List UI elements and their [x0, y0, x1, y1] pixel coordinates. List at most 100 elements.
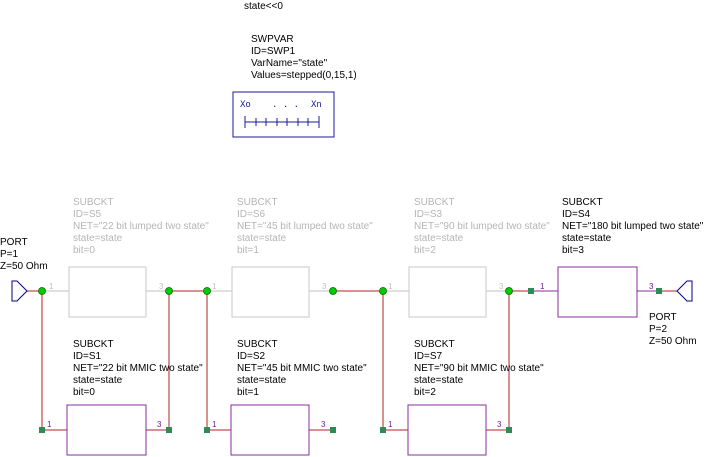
port-2-line-0: PORT — [649, 312, 677, 323]
subckt-s3-line-0: SUBCKT — [414, 197, 455, 208]
node-junction[interactable] — [165, 287, 173, 295]
subckt-s6-line-4: bit=1 — [237, 245, 259, 256]
subckt-s1-line-2: NET="22 bit MMIC two state" — [73, 363, 203, 374]
port-1-line-1: P=1 — [0, 249, 19, 260]
subckt-s4-pin-in: 1 — [540, 282, 545, 291]
port-2-icon[interactable] — [676, 280, 693, 302]
subckt-s6-box[interactable] — [231, 266, 310, 318]
subckt-s2-line-4: bit=1 — [237, 387, 259, 398]
subckt-s1[interactable]: SUBCKT ID=S1 NET="22 bit MMIC two state"… — [47, 339, 203, 456]
subckt-s5-box[interactable] — [68, 266, 147, 318]
pin-marker[interactable] — [39, 427, 45, 433]
sweep-icon-dots: . . . — [272, 100, 299, 110]
swpvar-line-2: VarName="state" — [251, 58, 328, 69]
subckt-s6-line-0: SUBCKT — [237, 197, 278, 208]
subckt-s4-line-1: ID=S4 — [562, 209, 591, 220]
subckt-s1-line-0: SUBCKT — [73, 339, 114, 350]
subckt-s4-line-2: NET="180 bit lumped two state" — [562, 221, 704, 232]
subckt-s3-line-1: ID=S3 — [414, 209, 443, 220]
sweep-icon-end: Xn — [311, 100, 322, 110]
swpvar-line-3: Values=stepped(0,15,1) — [251, 70, 357, 81]
port-1-line-0: PORT — [0, 237, 28, 248]
node-junction[interactable] — [38, 287, 46, 295]
subckt-s2-pin-in: 1 — [212, 420, 217, 429]
subckt-s6-line-1: ID=S6 — [237, 209, 266, 220]
node-junctions — [38, 287, 513, 295]
subckt-s4[interactable]: SUBCKT ID=S4 NET="180 bit lumped two sta… — [540, 197, 704, 318]
subckt-s5[interactable]: SUBCKT ID=S5 NET="22 bit lumped two stat… — [49, 197, 209, 318]
subckt-s4-pin-out: 3 — [649, 282, 654, 291]
subckt-s3-box[interactable] — [408, 266, 487, 318]
subckt-s7-line-2: NET="90 bit MMIC two state" — [414, 363, 544, 374]
subckt-s1-box[interactable] — [66, 404, 147, 456]
subckt-s7-pin-out: 3 — [497, 420, 502, 429]
subckt-s3-pin-out: 3 — [499, 282, 504, 291]
port-1[interactable]: PORT P=1 Z=50 Ohm — [0, 237, 48, 302]
wires — [27, 290, 677, 431]
subckt-s5-line-0: SUBCKT — [73, 197, 114, 208]
pin-marker[interactable] — [330, 427, 336, 433]
node-junction[interactable] — [329, 287, 337, 295]
subckt-s2-line-1: ID=S2 — [237, 351, 266, 362]
pin-markers — [39, 288, 662, 433]
subckt-s1-line-4: bit=0 — [73, 387, 95, 398]
subckt-s4-line-0: SUBCKT — [562, 197, 603, 208]
sweep-ruler-icon — [244, 116, 320, 128]
pin-marker[interactable] — [506, 427, 512, 433]
subckt-s7[interactable]: SUBCKT ID=S7 NET="90 bit MMIC two state"… — [388, 339, 544, 456]
swpvar-line-0: SWPVAR — [251, 34, 294, 45]
node-junction[interactable] — [203, 287, 211, 295]
subckt-s2-line-2: NET="45 bit MMIC two state" — [237, 363, 367, 374]
subckt-s7-line-0: SUBCKT — [414, 339, 455, 350]
port-1-icon[interactable] — [11, 280, 28, 302]
state-equation[interactable]: state<<0 — [244, 1, 283, 12]
pin-marker[interactable] — [204, 427, 210, 433]
subckt-s1-pin-out: 3 — [157, 420, 162, 429]
subckt-s5-pin-in: 1 — [49, 282, 54, 291]
subckt-s4-line-3: state=state — [562, 233, 612, 244]
subckt-s4-box[interactable] — [557, 266, 638, 318]
subckt-s7-line-4: bit=2 — [414, 387, 436, 398]
subckt-s3[interactable]: SUBCKT ID=S3 NET="90 bit lumped two stat… — [388, 197, 550, 318]
pin-marker[interactable] — [380, 427, 386, 433]
subckt-s3-pin-in: 1 — [388, 282, 393, 291]
pin-marker[interactable] — [528, 288, 534, 294]
node-junction[interactable] — [379, 287, 387, 295]
subckt-s7-pin-in: 1 — [388, 420, 393, 429]
swpvar-line-1: ID=SWP1 — [251, 46, 296, 57]
subckt-s1-line-3: state=state — [73, 375, 123, 386]
subckt-s1-pin-in: 1 — [47, 420, 52, 429]
subckt-s5-line-1: ID=S5 — [73, 209, 102, 220]
active-wires — [27, 290, 677, 431]
port-2-line-1: P=2 — [649, 324, 668, 335]
port-2-line-2: Z=50 Ohm — [649, 336, 697, 347]
subckt-s7-box[interactable] — [407, 404, 487, 456]
port-1-line-2: Z=50 Ohm — [0, 261, 48, 272]
subckt-s5-line-3: state=state — [73, 233, 123, 244]
pin-marker[interactable] — [166, 427, 172, 433]
subckt-s6-pin-in: 1 — [212, 282, 217, 291]
sweep-icon-box[interactable] — [232, 91, 335, 138]
subckt-s6-pin-out: 3 — [322, 282, 327, 291]
subckt-s5-line-2: NET="22 bit lumped two state" — [73, 221, 209, 232]
subckt-s3-line-2: NET="90 bit lumped two state" — [414, 221, 550, 232]
subckt-s2-box[interactable] — [230, 404, 310, 456]
subckt-s2-line-0: SUBCKT — [237, 339, 278, 350]
node-junction[interactable] — [505, 287, 513, 295]
subckt-s6[interactable]: SUBCKT ID=S6 NET="45 bit lumped two stat… — [212, 197, 373, 318]
subckt-s3-line-3: state=state — [414, 233, 464, 244]
subckt-s6-line-2: NET="45 bit lumped two state" — [237, 221, 373, 232]
subckt-s1-line-1: ID=S1 — [73, 351, 102, 362]
subckt-s5-line-4: bit=0 — [73, 245, 95, 256]
subckt-s2-pin-out: 3 — [321, 420, 326, 429]
subckt-s2[interactable]: SUBCKT ID=S2 NET="45 bit MMIC two state"… — [212, 339, 367, 456]
pin-marker[interactable] — [656, 288, 662, 294]
subckt-s7-line-3: state=state — [414, 375, 464, 386]
subckt-s3-line-4: bit=2 — [414, 245, 436, 256]
subckt-s6-line-3: state=state — [237, 233, 287, 244]
swpvar-block[interactable]: SWPVAR ID=SWP1 VarName="state" Values=st… — [232, 34, 357, 138]
port-2[interactable]: PORT P=2 Z=50 Ohm — [649, 280, 697, 347]
sweep-icon-start: Xo — [240, 100, 251, 110]
subckt-s7-line-1: ID=S7 — [414, 351, 443, 362]
